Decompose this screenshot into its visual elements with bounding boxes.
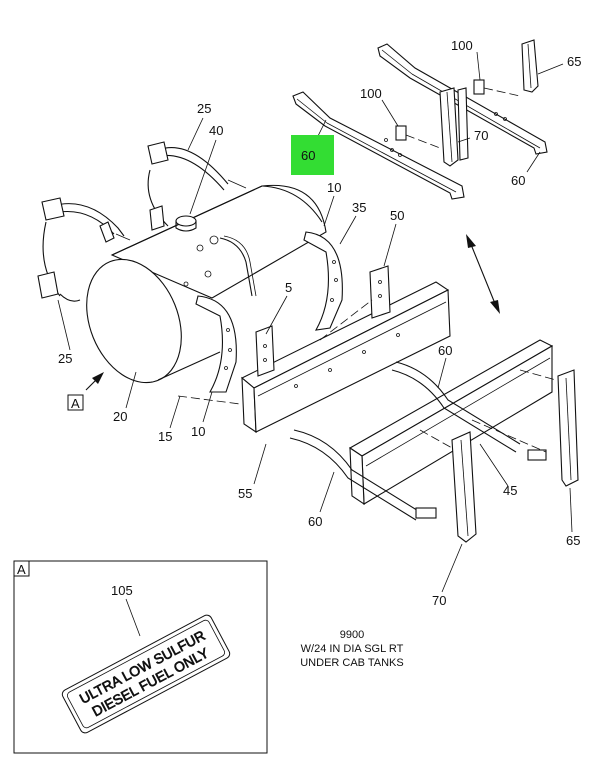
callout-105: 105: [111, 583, 133, 598]
fuel-tank-assembly: [37, 141, 343, 393]
callout-40: 40: [209, 123, 223, 138]
view-a-marker: A: [67, 394, 84, 411]
strap-65-lower: [557, 369, 579, 487]
callout-35: 35: [352, 200, 366, 215]
callout-70-upper: 70: [474, 128, 488, 143]
motion-arrow: [466, 234, 500, 314]
clip-100-front: [395, 125, 407, 141]
bracket-10-front: [195, 295, 237, 393]
callout-65-lower: 65: [566, 533, 580, 548]
strap-70-upper: [439, 87, 459, 167]
callout-25-rear: 25: [197, 101, 211, 116]
strap-65-upper: [521, 39, 539, 93]
callout-20: 20: [113, 409, 127, 424]
callout-100-rear: 100: [451, 38, 473, 53]
strap-60-lower-front: [293, 429, 421, 513]
callout-60-lower-rear: 60: [438, 343, 452, 358]
view-a-letter: A: [71, 396, 80, 411]
caption-number: 9900: [340, 629, 364, 641]
callout-70-lower: 70: [432, 593, 446, 608]
callout-15: 15: [158, 429, 172, 444]
bracket-50: [369, 265, 391, 319]
bracket-60-upper-front: [292, 91, 465, 200]
lower-cradle-assembly: [289, 339, 579, 543]
callout-65-upper: 65: [567, 54, 581, 69]
callout-10-rear: 10: [327, 180, 341, 195]
fuel-tank-end: [86, 258, 182, 384]
fuel-cap-40: [175, 215, 197, 227]
bracket-5: [255, 325, 275, 377]
callout-60-highlighted: 60: [301, 148, 315, 163]
callout-5: 5: [285, 280, 292, 295]
callout-55: 55: [238, 486, 252, 501]
leader-lines: [57, 51, 573, 593]
clip-100-rear: [473, 79, 485, 95]
callout-labels: 100 65 100 70 60 60 25 40 10 35 50 5 25 …: [58, 38, 581, 608]
inset-marker: A: [17, 562, 26, 577]
strap-25-rear: [157, 146, 229, 185]
callout-10-front: 10: [191, 424, 205, 439]
strap-60-lower-rear: [395, 361, 521, 445]
callout-60-upper-rear: 60: [511, 173, 525, 188]
frame-bracket-assembly: [177, 265, 451, 434]
caption-line-3: UNDER CAB TANKS: [300, 657, 404, 669]
callout-100-front: 100: [360, 86, 382, 101]
callout-60-lower-front: 60: [308, 514, 322, 529]
callout-50: 50: [390, 208, 404, 223]
inset-view-a: A 105 ULTRA LOW SULFUR DIESEL FUEL ONLY: [13, 560, 268, 754]
highlight-box: [291, 135, 334, 175]
callout-45: 45: [503, 483, 517, 498]
upper-bracket-assembly: [292, 39, 548, 200]
caption-line-2: W/24 IN DIA SGL RT: [301, 643, 404, 655]
bracket-10-rear: [303, 231, 343, 331]
strap-70-lower: [451, 431, 477, 543]
fuel-tank-body: [110, 184, 327, 299]
figure-caption: 9900 W/24 IN DIA SGL RT UNDER CAB TANKS: [300, 629, 404, 669]
callout-25-front: 25: [58, 351, 72, 366]
view-a-arrow: [85, 372, 104, 391]
